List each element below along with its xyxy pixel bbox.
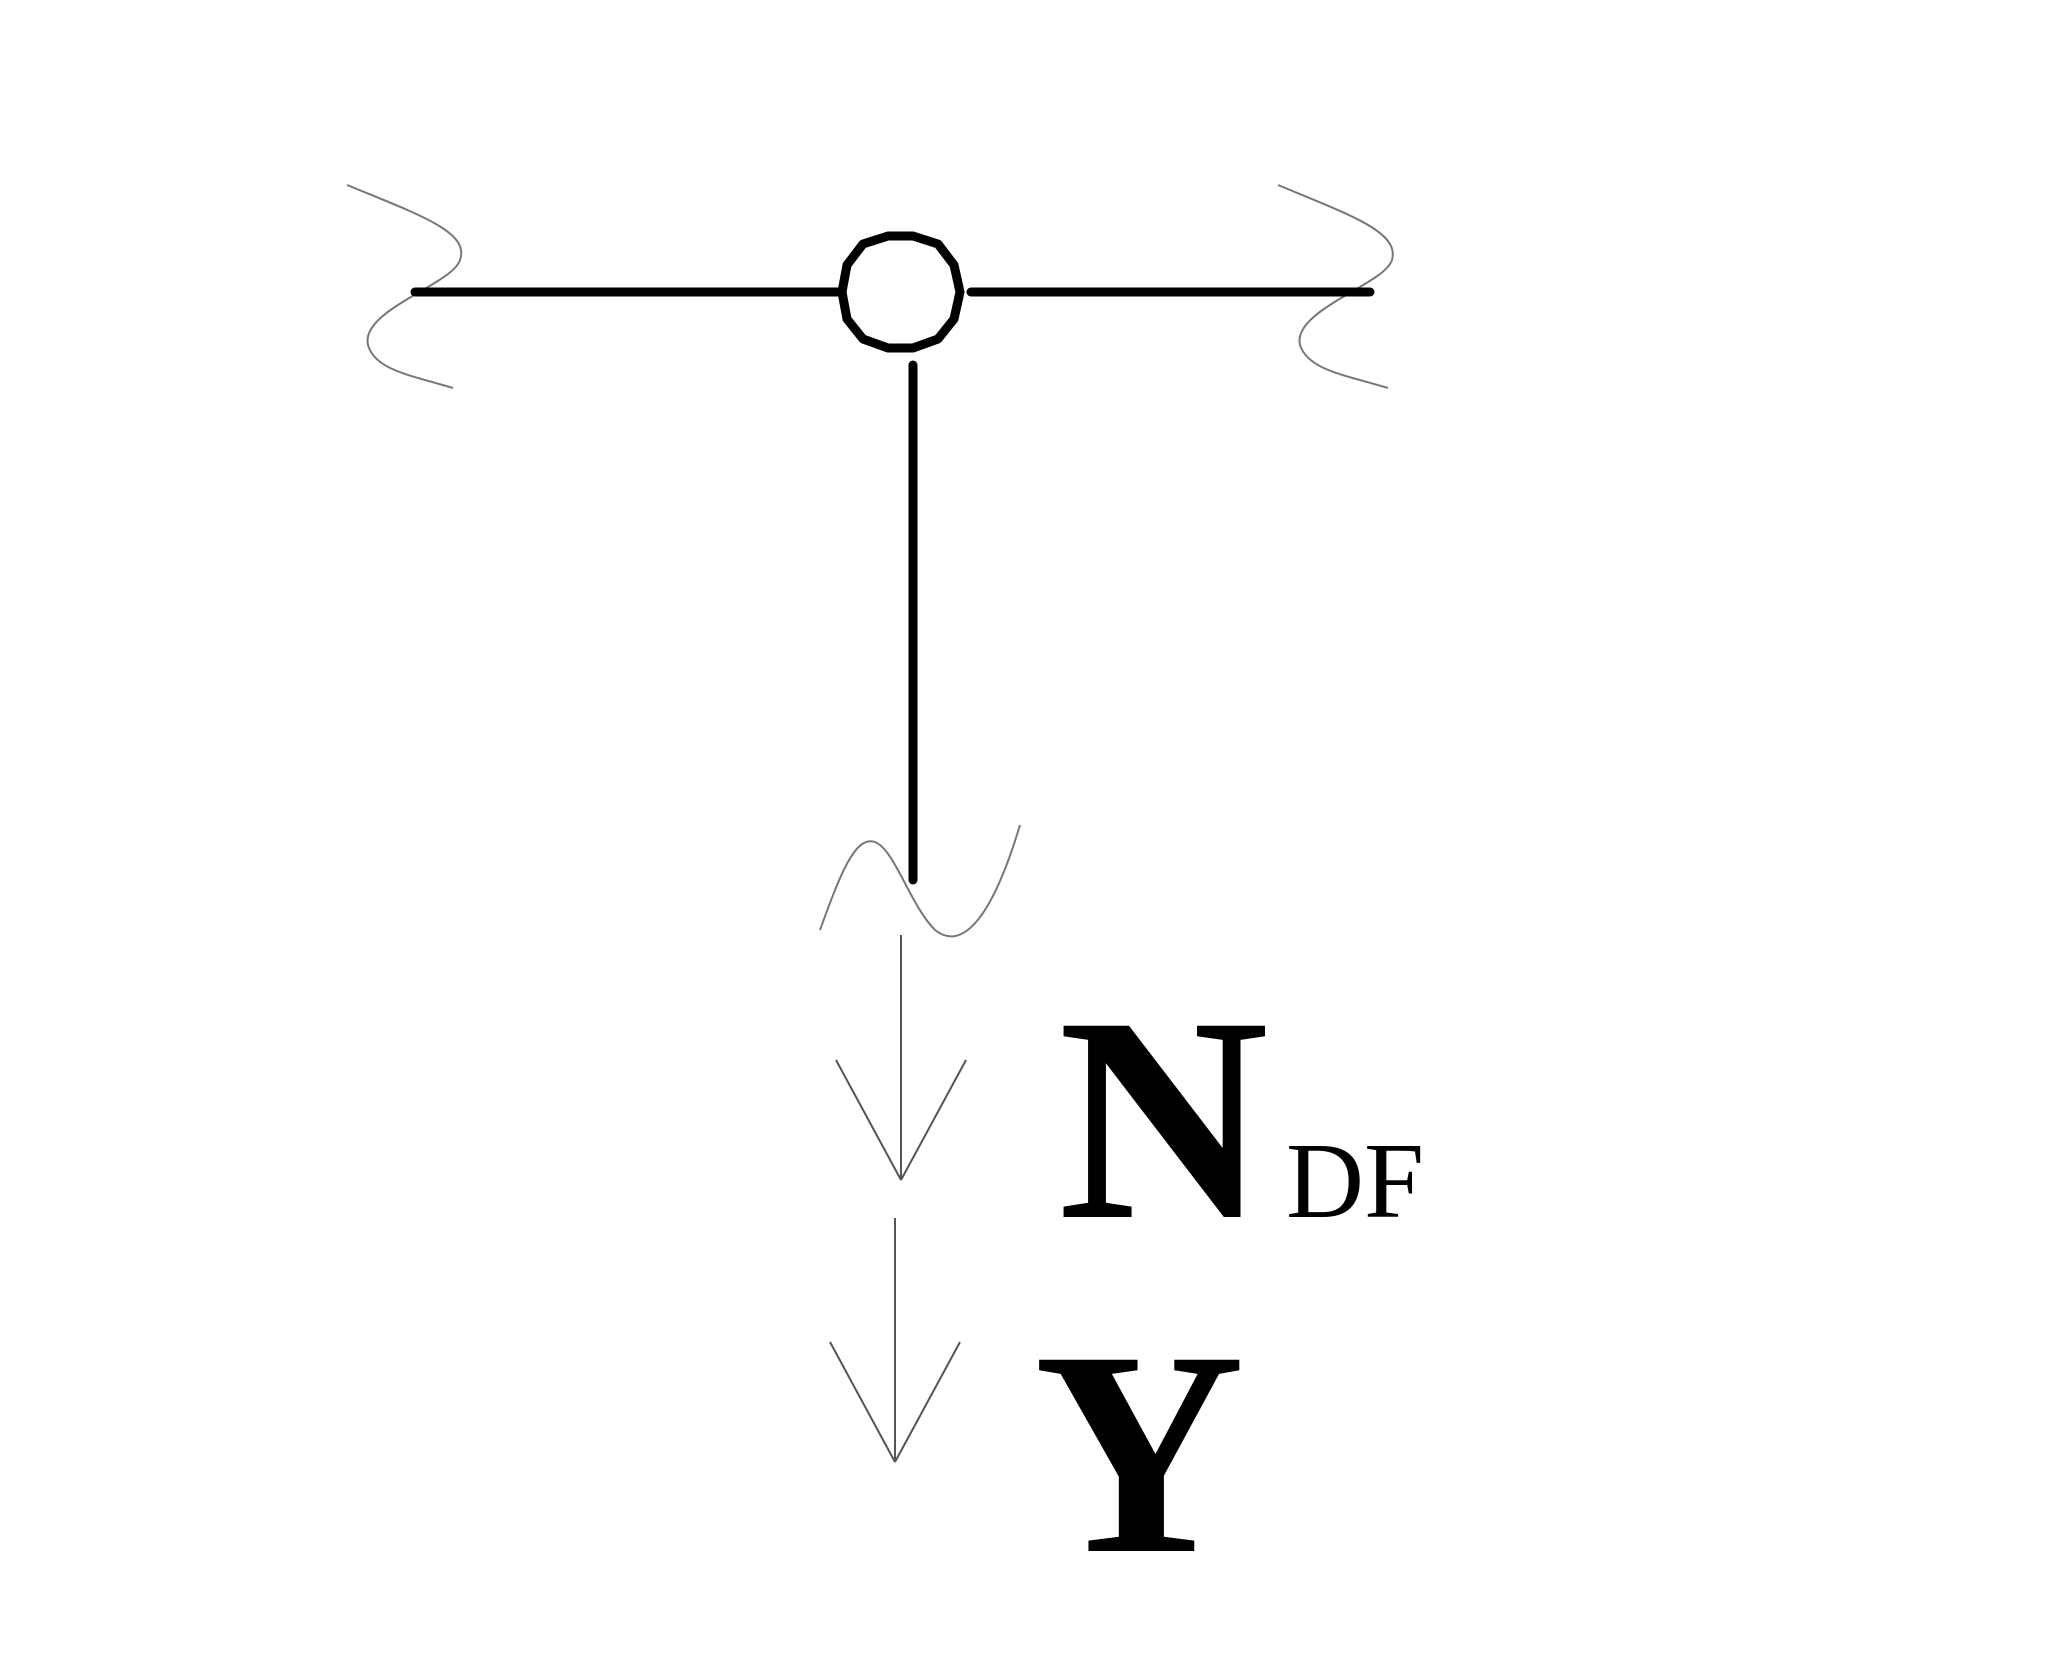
vertical-reaction-label: Y bbox=[1034, 1292, 1245, 1615]
normal-force-label: N bbox=[1058, 958, 1269, 1281]
left-break-line-icon bbox=[346, 184, 463, 389]
hinge-joint-icon bbox=[837, 231, 965, 353]
normal-force-subscript: DF bbox=[1286, 1122, 1424, 1241]
normal-force-arrow-icon bbox=[835, 935, 967, 1181]
bottom-break-line-icon bbox=[819, 824, 1021, 938]
vertical-reaction-arrow-icon bbox=[829, 1218, 961, 1463]
right-break-line-icon bbox=[1277, 184, 1394, 389]
